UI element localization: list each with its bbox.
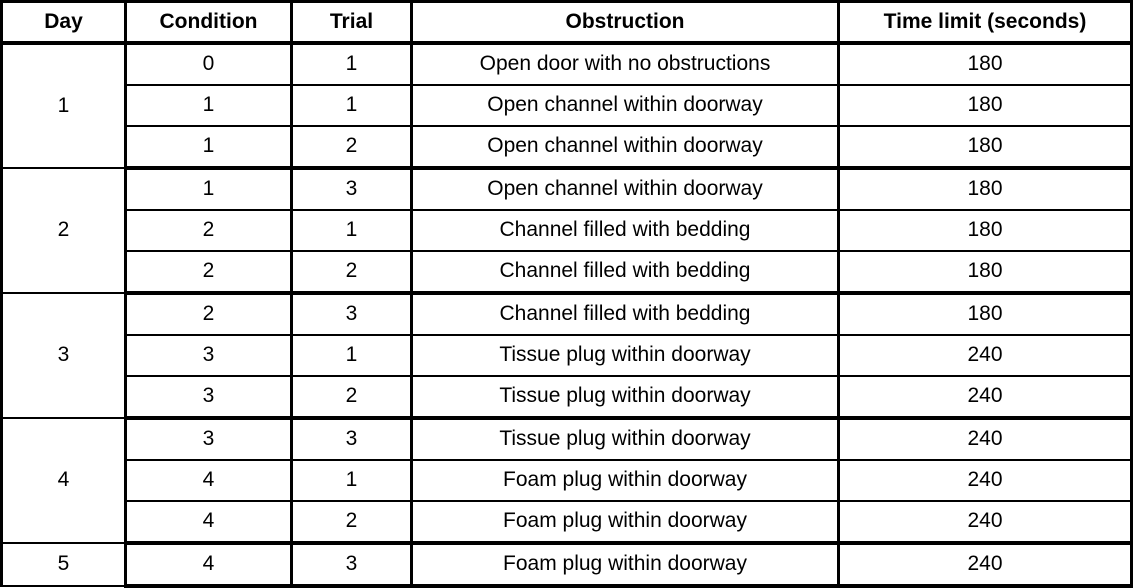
day-cell: 3 <box>0 292 127 419</box>
time-limit-cell: 240 <box>837 375 1133 420</box>
condition-cell: 3 <box>124 416 293 461</box>
time-limit-cell: 180 <box>837 209 1133 252</box>
time-limit-cell: 180 <box>837 291 1133 336</box>
trial-cell: 3 <box>290 291 413 336</box>
trial-cell: 3 <box>290 541 413 588</box>
obstruction-cell: Tissue plug within doorway <box>410 375 840 420</box>
condition-cell: 3 <box>124 334 293 377</box>
header-row: Day Condition Trial Obstruction Time lim… <box>0 0 1133 45</box>
obstruction-cell: Foam plug within doorway <box>410 500 840 545</box>
column-header-obstruction: Obstruction <box>410 0 840 45</box>
time-limit-cell: 180 <box>837 41 1133 86</box>
condition-cell: 2 <box>124 209 293 252</box>
condition-cell: 1 <box>124 125 293 170</box>
time-limit-cell: 240 <box>837 334 1133 377</box>
day-cell: 4 <box>0 417 127 544</box>
table-header: Day Condition Trial Obstruction Time lim… <box>0 0 1133 45</box>
trial-cell: 3 <box>290 166 413 211</box>
obstruction-cell: Channel filled with bedding <box>410 250 840 295</box>
obstruction-cell: Open door with no obstructions <box>410 41 840 86</box>
time-limit-cell: 240 <box>837 541 1133 588</box>
condition-cell: 4 <box>124 459 293 502</box>
day-cell: 5 <box>0 542 127 587</box>
condition-cell: 3 <box>124 375 293 420</box>
time-limit-cell: 180 <box>837 166 1133 211</box>
condition-cell: 1 <box>124 84 293 127</box>
trial-cell: 1 <box>290 459 413 502</box>
column-header-condition: Condition <box>124 0 293 45</box>
day-cell: 2 <box>0 167 127 294</box>
condition-cell: 2 <box>124 291 293 336</box>
trial-cell: 2 <box>290 375 413 420</box>
obstruction-cell: Open channel within doorway <box>410 84 840 127</box>
condition-cell: 1 <box>124 166 293 211</box>
trial-cell: 1 <box>290 209 413 252</box>
column-header-day: Day <box>0 0 127 45</box>
trial-cell: 1 <box>290 84 413 127</box>
condition-cell: 2 <box>124 250 293 295</box>
trial-cell: 2 <box>290 500 413 545</box>
obstruction-cell: Open channel within doorway <box>410 166 840 211</box>
obstruction-cell: Channel filled with bedding <box>410 209 840 252</box>
trial-cell: 1 <box>290 41 413 86</box>
condition-cell: 4 <box>124 500 293 545</box>
obstruction-cell: Open channel within doorway <box>410 125 840 170</box>
time-limit-cell: 240 <box>837 416 1133 461</box>
time-limit-cell: 240 <box>837 459 1133 502</box>
trial-cell: 2 <box>290 125 413 170</box>
column-header-time-limit: Time limit (seconds) <box>837 0 1133 45</box>
day-cell: 1 <box>0 42 127 169</box>
obstruction-cell: Tissue plug within doorway <box>410 416 840 461</box>
time-limit-cell: 180 <box>837 250 1133 295</box>
column-header-trial: Trial <box>290 0 413 45</box>
condition-cell: 4 <box>124 541 293 588</box>
obstruction-cell: Channel filled with bedding <box>410 291 840 336</box>
time-limit-cell: 180 <box>837 84 1133 127</box>
trial-cell: 1 <box>290 334 413 377</box>
obstruction-cell: Foam plug within doorway <box>410 541 840 588</box>
condition-cell: 0 <box>124 41 293 86</box>
trial-cell: 3 <box>290 416 413 461</box>
obstruction-cell: Tissue plug within doorway <box>410 334 840 377</box>
trial-cell: 2 <box>290 250 413 295</box>
time-limit-cell: 240 <box>837 500 1133 545</box>
time-limit-cell: 180 <box>837 125 1133 170</box>
obstruction-cell: Foam plug within doorway <box>410 459 840 502</box>
